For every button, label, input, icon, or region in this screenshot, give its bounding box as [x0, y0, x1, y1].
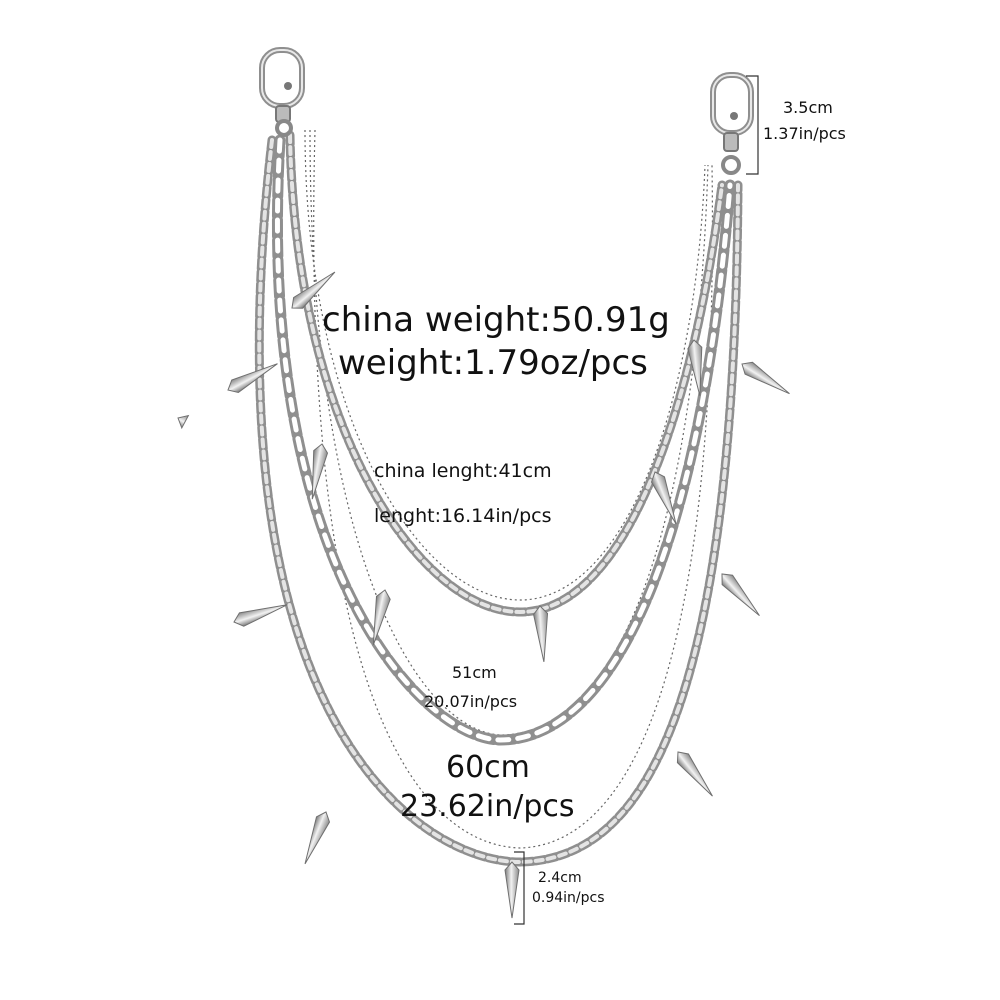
- spike: [304, 811, 331, 865]
- spike: [533, 605, 549, 662]
- spike: [291, 271, 336, 309]
- guide-short: [304, 129, 706, 601]
- spike: [721, 573, 760, 617]
- chain2-in-label: 20.07in/pcs: [424, 692, 518, 711]
- spike: [177, 414, 190, 430]
- clasp-in-label: 1.37in/pcs: [763, 124, 846, 143]
- measure-guides: [304, 129, 714, 849]
- chain3-cm-label: 60cm: [446, 750, 530, 785]
- left-clasp: [259, 47, 305, 137]
- chain3-in-label: 23.62in/pcs: [400, 789, 575, 824]
- clasp-bracket: [746, 75, 759, 175]
- chain2-cm-label: 51cm: [452, 663, 497, 682]
- spike: [504, 861, 520, 919]
- spike: [676, 751, 713, 797]
- spike: [311, 443, 329, 500]
- chain-long: [254, 135, 743, 867]
- guide-medium: [309, 129, 709, 736]
- length-in-label: lenght:16.14in/pcs: [374, 505, 552, 527]
- spike: [233, 604, 288, 627]
- spike: [372, 589, 391, 645]
- spikes: [177, 271, 790, 919]
- clasp-cm-label: 3.5cm: [783, 98, 833, 117]
- chains: [254, 130, 743, 867]
- spike: [227, 363, 278, 393]
- spike-bracket: [514, 851, 525, 925]
- dimension-brackets: [514, 75, 759, 925]
- guide-long: [313, 129, 714, 849]
- spike: [741, 361, 790, 395]
- chain-medium: [271, 134, 736, 746]
- weight-china-label: china weight:50.91g: [322, 300, 670, 340]
- spike: [650, 471, 677, 525]
- weight-oz-label: weight:1.79oz/pcs: [338, 343, 648, 383]
- spike-in-label: 0.94in/pcs: [532, 890, 605, 906]
- right-clasp: [710, 72, 754, 175]
- length-china-label: china lenght:41cm: [374, 460, 552, 482]
- spike: [687, 339, 703, 396]
- spike-cm-label: 2.4cm: [538, 870, 582, 886]
- chain-short: [285, 130, 727, 617]
